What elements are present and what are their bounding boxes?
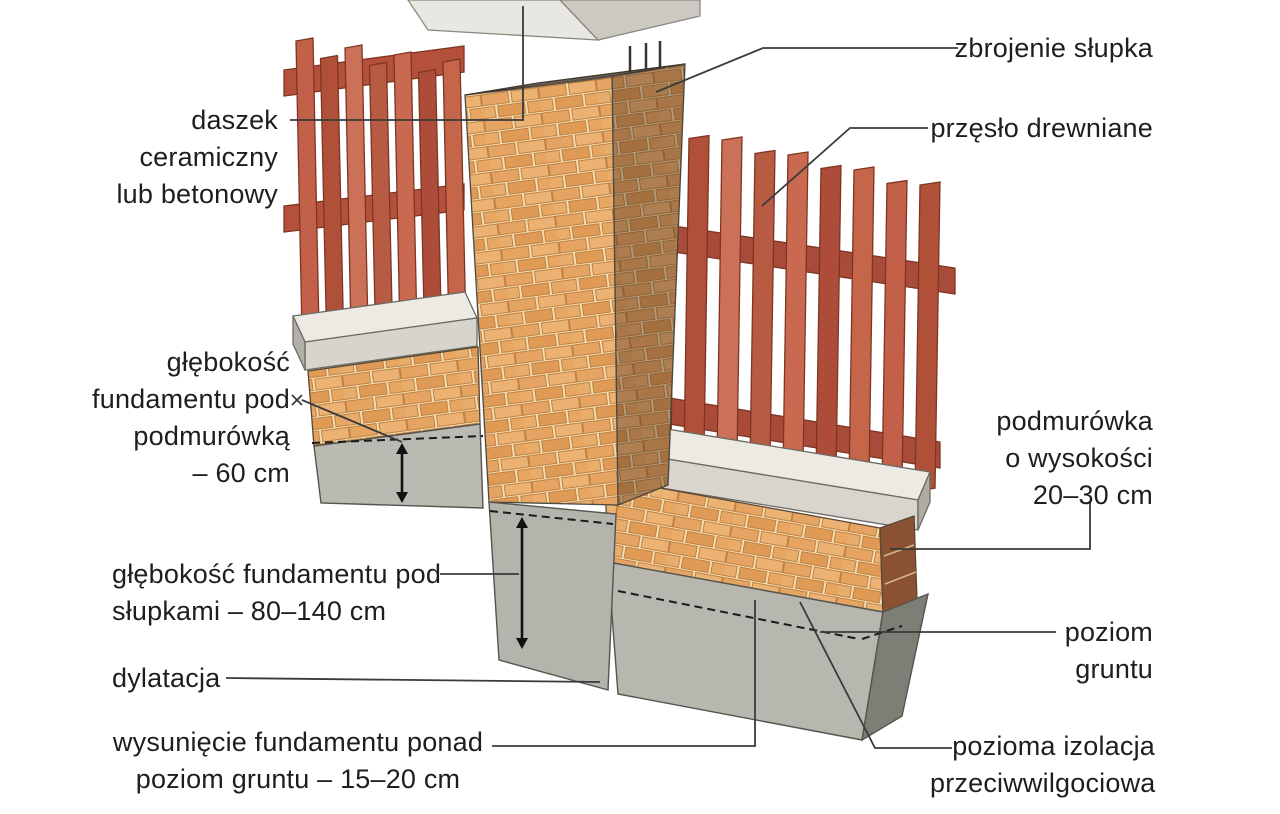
label-daszek: daszek ceramiczny lub betonowy — [58, 102, 278, 213]
label-pozioma-izolacja: pozioma izolacja przeciwwilgociowa — [930, 728, 1155, 802]
leader-zbrojenie — [655, 47, 958, 93]
leader-lines — [225, 6, 1091, 749]
fence-picket — [319, 54, 345, 334]
pillar-side-shading — [612, 64, 685, 505]
label-line: podmurówka — [996, 406, 1153, 436]
leader-dylatacja — [225, 677, 601, 683]
fence-picket — [848, 166, 875, 482]
wall-foundation-end — [861, 592, 929, 742]
label-line: przeciwwilgociowa — [930, 768, 1156, 798]
leader-izolacja — [799, 601, 952, 749]
label-line: – 60 cm — [192, 458, 290, 488]
fence-picket — [683, 134, 710, 455]
label-line: słupkami – 80–140 cm — [112, 596, 387, 626]
fence-picket — [716, 136, 743, 460]
label-glebokosc-fundamentu-slupki: głębokość fundamentu pod słupkami – 80–1… — [112, 556, 472, 630]
label-podmurowka: podmurówka o wysokości 20–30 cm — [958, 403, 1153, 514]
fence-picket — [393, 51, 418, 334]
label-line: o wysokości — [1005, 443, 1153, 473]
label-line: głębokość — [166, 347, 290, 377]
label-przeslo-drewniane: przęsło drewniane — [900, 110, 1153, 147]
brick-joint-lines — [883, 544, 917, 585]
label-line: fundamentu pod — [92, 384, 290, 414]
leader-przeslo — [761, 127, 928, 207]
leader-wysuniecie — [492, 600, 756, 747]
rebar-bars — [628, 41, 662, 72]
ground-line-right — [617, 590, 903, 640]
fence-picket — [417, 68, 443, 334]
fence-picket — [344, 44, 369, 334]
label-line: pozioma izolacja — [952, 731, 1155, 761]
label-dylatacja: dylatacja — [112, 660, 312, 697]
label-line: dylatacja — [112, 663, 221, 693]
pillar-cap — [407, 0, 701, 41]
right-base-wall — [599, 419, 931, 742]
leader-anchor-x — [291, 394, 303, 406]
arrowhead — [396, 443, 408, 454]
arrowhead — [516, 517, 528, 528]
fence-picket — [368, 61, 394, 334]
label-line: podmurówką — [133, 421, 290, 451]
left-base-wall — [292, 291, 484, 509]
label-line: ceramiczny — [139, 142, 278, 172]
leader-podmurowka — [890, 502, 1091, 550]
label-line: gruntu — [1075, 654, 1153, 684]
pillar-foundation — [488, 501, 617, 691]
pillar-front-face — [464, 75, 619, 506]
fence-picket — [815, 164, 842, 476]
fence-picket — [914, 181, 941, 492]
fence-picket — [782, 151, 809, 471]
label-glebokosc-fundamentu-podmurowka: głębokość fundamentu pod podmurówką – 60… — [58, 344, 290, 492]
dimension-arrows — [396, 443, 528, 649]
label-line: lub betonowy — [116, 179, 278, 209]
wall-bricks-end — [879, 515, 918, 613]
label-line: poziom gruntu – 15–20 cm — [135, 764, 461, 794]
label-line: daszek — [191, 105, 278, 135]
cap-right-face — [559, 0, 701, 41]
pillar-top-recess — [483, 70, 658, 94]
label-line: wysunięcie fundamentu ponad — [112, 727, 484, 757]
wall-cap-end — [917, 471, 931, 531]
right-fence-panel — [619, 121, 956, 492]
left-fence-panel — [283, 37, 467, 334]
ground-line-center — [489, 510, 614, 525]
label-line: 20–30 cm — [1032, 480, 1153, 510]
label-line: poziom — [1064, 617, 1153, 647]
label-line: przęsło drewniane — [930, 113, 1153, 143]
arrowhead — [396, 492, 408, 503]
leader-fundament-podmurowka — [301, 399, 403, 443]
label-poziom-gruntu: poziom gruntu — [1000, 614, 1153, 688]
arrowhead — [516, 638, 528, 649]
fence-picket — [881, 179, 908, 487]
label-line: głębokość fundamentu pod — [112, 559, 442, 589]
wall-cap-end — [292, 315, 306, 371]
label-zbrojenie-slupka: zbrojenie słupka — [900, 30, 1153, 67]
wall-foundation — [313, 423, 484, 509]
label-line: zbrojenie słupka — [954, 33, 1153, 63]
leader-daszek — [290, 6, 524, 121]
label-wysuniecie-fundamentu: wysunięcie fundamentu ponad poziom grunt… — [112, 724, 484, 798]
